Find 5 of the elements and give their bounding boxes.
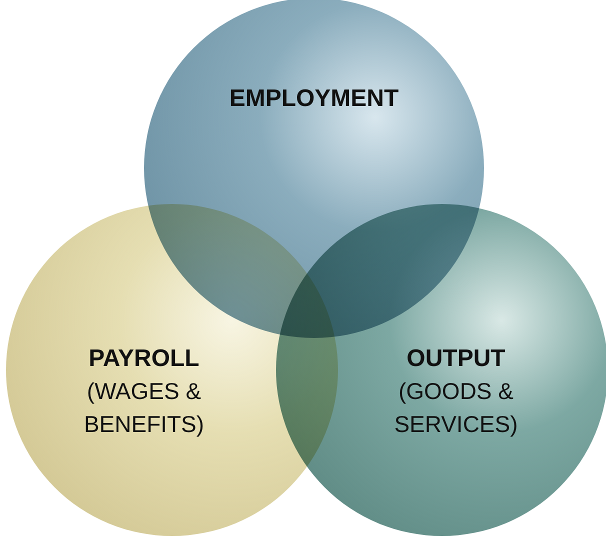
circle-label: (WAGES & BENEFITS) bbox=[82, 377, 206, 439]
circle-label: (GOODS & SERVICES) bbox=[393, 377, 519, 439]
circle-heading: PAYROLL bbox=[88, 344, 200, 374]
circle-heading: EMPLOYMENT bbox=[229, 84, 399, 114]
circle-heading: OUTPUT bbox=[406, 344, 506, 374]
